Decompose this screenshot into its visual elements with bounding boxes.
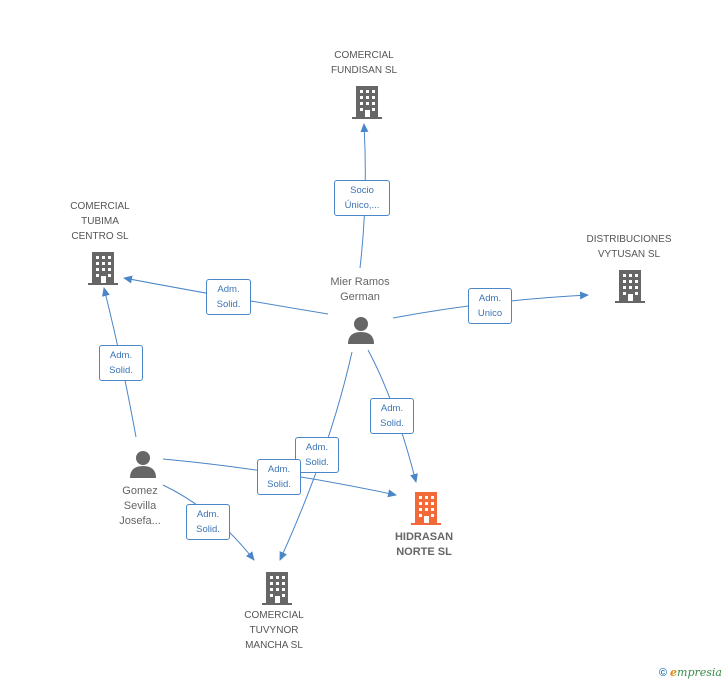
empresia-logo: empresia — [670, 666, 722, 679]
copyright-symbol: © — [658, 667, 667, 679]
building-icon[interactable] — [614, 268, 646, 304]
edge-label-mier-fundisan[interactable]: Socio Único,... — [334, 180, 390, 216]
building-icon[interactable] — [351, 84, 383, 120]
edge-label-gomez-tuvynor[interactable]: Adm. Solid. — [186, 504, 230, 540]
node-label-tubima: COMERCIAL TUBIMA CENTRO SL — [70, 201, 130, 242]
edge-label-mier-tuvynor[interactable]: Adm. Solid. — [295, 437, 339, 473]
node-label-gomez: Gomez Sevilla Josefa... — [119, 485, 161, 527]
node-label-tuvynor: COMERCIAL TUVYNOR MANCHA SL — [244, 610, 304, 651]
node-label-mier: Mier Ramos German — [330, 276, 390, 303]
edge-label-mier-tubima[interactable]: Adm. Solid. — [206, 279, 251, 315]
person-icon[interactable] — [128, 449, 158, 479]
edge-label-mier-vytusan[interactable]: Adm. Unico — [468, 288, 512, 324]
person-icon[interactable] — [346, 315, 376, 345]
node-label-fundisan: COMERCIAL FUNDISAN SL — [330, 50, 398, 76]
credit[interactable]: © empresia — [659, 666, 722, 679]
building-icon[interactable] — [87, 250, 119, 286]
edge-label-gomez-hidrasan[interactable]: Adm. Solid. — [257, 459, 301, 495]
building-icon[interactable] — [261, 570, 293, 606]
node-label-vytusan: DISTRIBUCIONES VYTUSAN SL — [586, 234, 672, 260]
edge-label-mier-hidrasan[interactable]: Adm. Solid. — [370, 398, 414, 434]
node-label-hidrasan: HIDRASAN NORTE SL — [394, 531, 454, 558]
edge-label-gomez-tubima[interactable]: Adm. Solid. — [99, 345, 143, 381]
building-icon-highlighted[interactable] — [410, 490, 442, 526]
